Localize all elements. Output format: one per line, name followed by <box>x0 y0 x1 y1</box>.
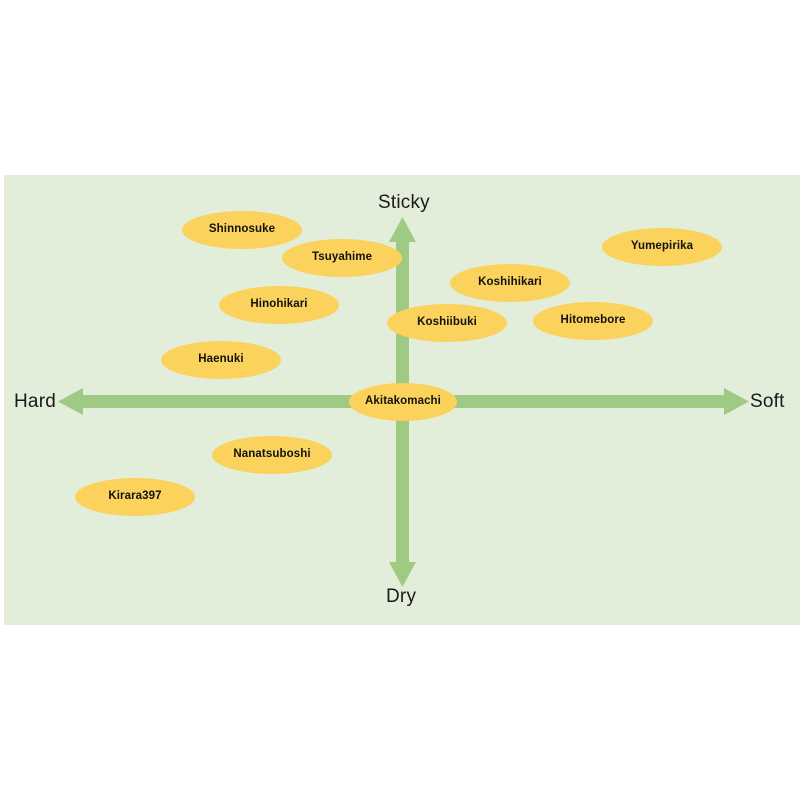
data-point-bubble[interactable]: Yumepirika <box>602 228 722 266</box>
axis-label-dry: Dry <box>386 586 417 607</box>
data-point-label: Koshihikari <box>478 276 542 289</box>
data-point-bubble[interactable]: Hinohikari <box>219 286 339 324</box>
data-point-bubble[interactable]: Hitomebore <box>533 302 653 340</box>
data-point-bubble[interactable]: Haenuki <box>161 341 281 379</box>
data-point-label: Akitakomachi <box>365 395 441 408</box>
axis-label-sticky: Sticky <box>378 192 430 213</box>
data-point-bubble[interactable]: Tsuyahime <box>282 239 402 277</box>
data-point-label: Tsuyahime <box>311 251 373 264</box>
data-point-bubble[interactable]: Akitakomachi <box>349 383 457 421</box>
axis-label-soft: Soft <box>750 391 785 412</box>
data-point-bubble[interactable]: Koshiibuki <box>387 304 507 342</box>
data-point-label: Yumepirika <box>630 240 694 253</box>
data-point-label: Haenuki <box>198 353 244 366</box>
data-point-label: Kirara397 <box>108 490 162 503</box>
data-point-bubble[interactable]: Nanatsuboshi <box>212 436 332 474</box>
data-point-label: Nanatsuboshi <box>233 448 311 461</box>
axis-label-hard: Hard <box>14 391 56 412</box>
data-point-label: Koshiibuki <box>417 316 477 329</box>
data-point-label: Hinohikari <box>250 298 308 311</box>
data-point-label: Shinnosuke <box>208 223 276 236</box>
data-point-label: Hitomebore <box>560 314 626 327</box>
data-point-bubble[interactable]: Kirara397 <box>75 478 195 516</box>
data-point-bubble[interactable]: Koshihikari <box>450 264 570 302</box>
data-point-bubble[interactable]: Shinnosuke <box>182 211 302 249</box>
